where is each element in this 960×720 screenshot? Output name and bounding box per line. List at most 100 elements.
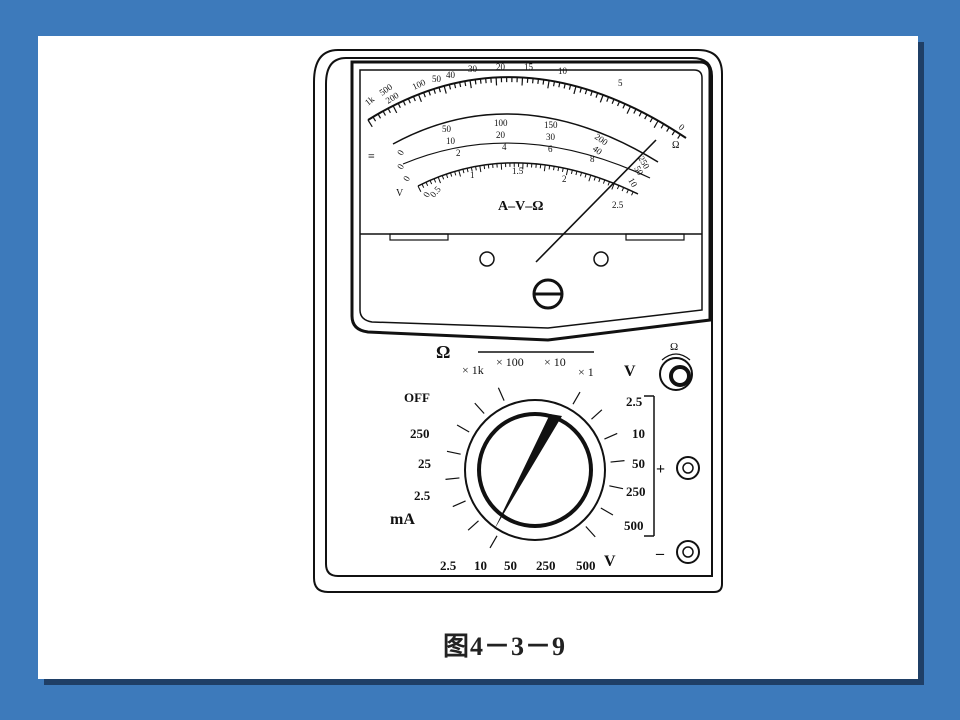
scale-tick	[445, 173, 449, 179]
scale-tick	[377, 113, 382, 119]
scale-tick	[387, 108, 391, 114]
dial-tick	[600, 507, 614, 516]
dc-v-symbol: V	[624, 363, 636, 380]
zero-adjust-screw-icon	[532, 278, 564, 310]
meter-body	[313, 49, 723, 593]
scale-tick	[372, 116, 377, 122]
ohm-range-1k: × 1k	[462, 363, 484, 377]
scale-tick	[450, 172, 453, 177]
scale-tick	[542, 79, 545, 85]
scale-tick	[666, 127, 670, 132]
ohm-adjust-knob-icon[interactable]: Ω	[659, 341, 693, 391]
ohm-label-50: 50	[432, 74, 442, 84]
ac-label-0: 0	[421, 190, 432, 199]
scale-tick	[479, 165, 482, 173]
scale-tick	[474, 79, 477, 85]
mid2-label-8: 8	[590, 154, 595, 164]
scale-tick	[568, 84, 572, 90]
selector-pointer	[494, 414, 562, 530]
scale-tick	[563, 83, 566, 89]
scale-tick	[367, 119, 373, 128]
ohm-label-0: 0	[677, 122, 687, 133]
dial-label: A–V–Ω	[498, 199, 543, 214]
scale-tick	[425, 181, 429, 187]
dial-tick	[610, 459, 625, 463]
mid-label-0: 0	[395, 162, 406, 171]
scale-tick	[590, 90, 593, 97]
scale-tick	[441, 175, 445, 180]
dial-tick	[585, 526, 596, 538]
mid2-label-10: 10	[626, 176, 639, 189]
scale-tick	[570, 169, 573, 174]
scale-tick	[638, 111, 643, 117]
scale-tick	[622, 103, 626, 109]
scale-tick	[423, 92, 426, 98]
scale-tick	[397, 102, 401, 109]
ac-label-25: 2.5	[612, 200, 624, 210]
scale-tick	[575, 171, 578, 176]
scale-tick	[483, 164, 486, 170]
scale-tick	[453, 83, 457, 89]
scale-tick	[443, 85, 447, 94]
meter-needle	[535, 139, 657, 263]
ohm-label-5: 5	[618, 78, 623, 88]
scale-tick	[584, 173, 587, 178]
ac-label-2: 2	[562, 174, 567, 184]
ac-10-label: 10	[474, 558, 487, 573]
scale-tick	[557, 166, 560, 172]
scale-tick	[464, 81, 467, 87]
slide: 1k 500 200 100 50 40 30 20 15 10 5 0 Ω 0…	[38, 36, 918, 679]
scale-tick	[631, 191, 634, 196]
scale-tick	[593, 176, 596, 181]
dial-tick	[489, 535, 498, 549]
mid2-label-0: 0	[401, 174, 412, 183]
ac-50-label: 50	[504, 558, 517, 573]
screw-right-icon	[593, 251, 609, 267]
multimeter-diagram: 1k 500 200 100 50 40 30 20 15 10 5 0 Ω 0…	[313, 49, 723, 593]
scale-tick	[611, 183, 615, 190]
scale-tick	[458, 170, 461, 177]
mid-label-10: 10	[446, 136, 456, 146]
dc-label-150: 150	[544, 120, 558, 130]
negative-jack-icon[interactable]	[676, 540, 700, 564]
scale-tick	[599, 94, 604, 103]
dc-label-50: 50	[442, 124, 452, 134]
v-10-label: 10	[632, 426, 645, 441]
scale-tick	[561, 167, 564, 172]
positive-jack-icon[interactable]	[676, 456, 700, 480]
scale-tick	[537, 78, 540, 84]
dc-label-100: 100	[494, 118, 508, 128]
scale-tick	[595, 92, 599, 98]
scale-tick	[565, 168, 569, 176]
scale-tick	[633, 108, 637, 114]
scale-tick	[584, 89, 588, 95]
mid2-label-4: 4	[502, 142, 507, 152]
ma-25-label: 25	[418, 456, 432, 471]
ohm-label-1k: 1k	[363, 94, 377, 108]
scale-tick	[475, 166, 477, 171]
scale-tick	[382, 110, 386, 116]
scale-tick	[429, 180, 433, 185]
ohm-label-20: 20	[496, 62, 506, 72]
ohm-unit: Ω	[672, 140, 679, 151]
display-window	[350, 60, 712, 342]
v-50-label: 50	[632, 456, 645, 471]
ohm-label-40: 40	[446, 70, 456, 80]
scale-tick	[479, 78, 482, 84]
scale-tick	[552, 81, 556, 87]
scale-tick	[616, 101, 621, 107]
ohm-label-15: 15	[524, 62, 534, 72]
ohm-range-10: × 10	[544, 355, 566, 369]
mid2-label-2: 2	[456, 148, 461, 158]
scale-tick	[649, 117, 654, 123]
dial-tick	[474, 402, 485, 414]
selector-labels: Ω × 1k × 100 × 10 × 1 OFF 250 25 2.5 mA …	[390, 342, 665, 573]
scale-tick	[653, 120, 659, 129]
scale-tick	[454, 171, 457, 176]
scale-tick	[606, 96, 610, 102]
dial-tick	[497, 387, 505, 401]
scale-tick	[459, 82, 462, 88]
plus-label: +	[656, 461, 665, 478]
scale-tick	[448, 84, 452, 90]
scale-tick	[402, 100, 406, 106]
